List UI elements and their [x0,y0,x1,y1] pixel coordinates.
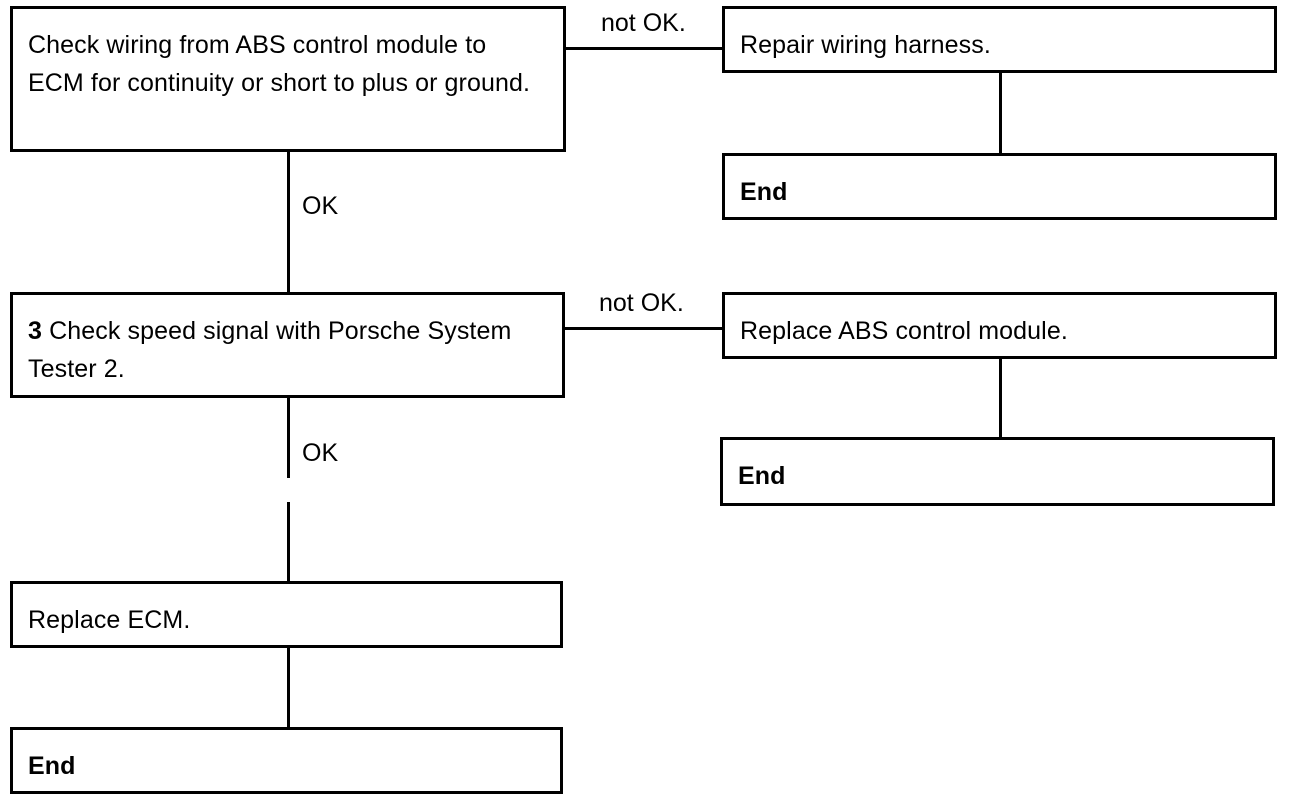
check-wiring-box: Check wiring from ABS control module to … [10,6,566,152]
connector-replace-ecm-to-end-3 [287,646,290,729]
replace-abs-text: Replace ABS control module. [740,317,1068,345]
not-ok-label-2: not OK. [599,289,684,317]
check-wiring-text: Check wiring from ABS control module to … [28,31,531,97]
step3-text: Check speed signal with Porsche System T… [28,317,512,383]
end-text-3: End [28,752,76,780]
connector-replace-abs-to-end-2 [999,356,1002,439]
repair-wiring-text: Repair wiring harness. [740,31,991,59]
end-box-3: End [10,727,563,794]
connector-check-wiring-to-repair [566,47,724,50]
replace-ecm-box: Replace ECM. [10,581,563,648]
ok-label-1: OK [302,192,339,220]
ok-label-2: OK [302,439,339,467]
end-box-2: End [720,437,1275,506]
connector-step3-to-replace-abs [563,327,724,330]
replace-ecm-text: Replace ECM. [28,606,191,634]
end-text-1: End [740,178,788,206]
end-text-2: End [738,462,786,490]
repair-wiring-box: Repair wiring harness. [722,6,1277,73]
not-ok-label-1: not OK. [601,9,686,37]
step3-box: 3 Check speed signal with Porsche System… [10,292,565,398]
connector-step3-to-ok-label [287,396,290,478]
end-box-1: End [722,153,1277,220]
connector-check-wiring-to-step3 [287,150,290,294]
replace-abs-box: Replace ABS control module. [722,292,1277,359]
connector-ok-label-to-replace-ecm [287,502,290,583]
connector-repair-to-end-1 [999,72,1002,156]
step3-number: 3 [28,317,43,345]
